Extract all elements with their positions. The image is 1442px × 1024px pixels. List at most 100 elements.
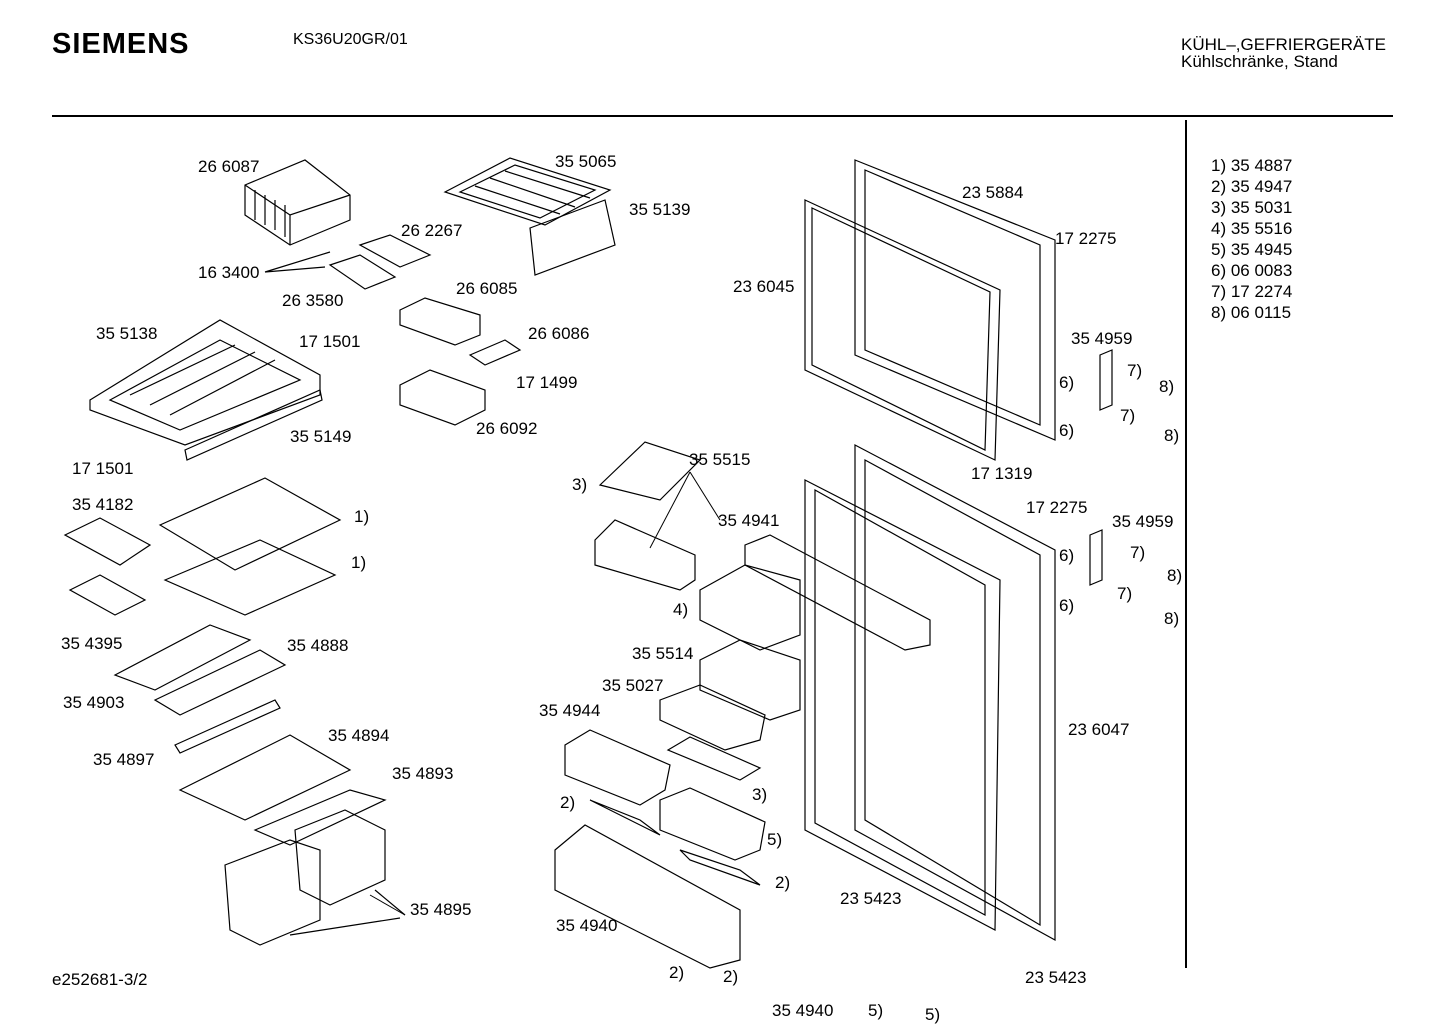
- crisper-bins-drawing: [224, 809, 406, 946]
- legend-item: 6) 06 0083: [1211, 261, 1293, 280]
- part-label: 35 4894: [328, 726, 390, 745]
- part-label: 35 5065: [555, 152, 617, 171]
- glass-plate-drawing: [153, 649, 287, 716]
- part-label: 35 5139: [629, 200, 691, 219]
- part-label: 3): [752, 785, 768, 804]
- small-box-drawing: [68, 574, 147, 616]
- legend-item: 5) 35 4945: [1211, 240, 1293, 259]
- part-label: 23 6047: [1068, 720, 1130, 739]
- part-label: 2): [723, 967, 739, 986]
- freezer-door-drawing: [804, 159, 1056, 461]
- part-label: 35 5515: [689, 450, 751, 469]
- part-label: 17 2275: [1055, 229, 1117, 248]
- part-label: 8): [1164, 609, 1180, 628]
- door-bins-drawing: [554, 441, 931, 969]
- handle-upper-drawing: [1099, 349, 1113, 411]
- part-label: 5): [925, 1005, 941, 1024]
- category-title: KÜHL–,GEFRIERGERÄTE Kühlschränke, Stand: [1181, 36, 1386, 70]
- part-label: 2): [669, 963, 685, 982]
- category-line-2: Kühlschränke, Stand: [1181, 52, 1338, 71]
- part-label: 7): [1117, 584, 1133, 603]
- part-label: 35 4941: [718, 511, 780, 530]
- part-label: 35 4888: [287, 636, 349, 655]
- part-label: 26 6087: [198, 157, 260, 176]
- handle-lower-drawing: [1089, 529, 1103, 586]
- glass-shelves-drawing: [158, 477, 342, 616]
- part-label: 26 3580: [282, 291, 344, 310]
- part-label: 35 4959: [1071, 329, 1133, 348]
- ice-trays-drawing: [264, 234, 432, 290]
- fridge-door-drawing: [804, 444, 1056, 942]
- part-label: 23 5423: [1025, 968, 1087, 987]
- crisper-cover-drawing: [178, 734, 352, 821]
- brand-logo: SIEMENS: [52, 28, 190, 60]
- part-label: 8): [1164, 426, 1180, 445]
- part-label: 17 1499: [516, 373, 578, 392]
- ice-compartment-drawing: [244, 159, 351, 246]
- part-label: 2): [560, 793, 576, 812]
- model-number: KS36U20GR/01: [293, 31, 408, 48]
- part-label: 35 5027: [602, 676, 664, 695]
- part-label: 35 4944: [539, 701, 601, 720]
- legend-item: 4) 35 5516: [1211, 219, 1293, 238]
- vent-grille-drawing: [174, 699, 281, 754]
- part-label: 26 6085: [456, 279, 518, 298]
- part-label: 17 1501: [72, 459, 134, 478]
- small-tray-drawing: [399, 297, 481, 346]
- part-label: 23 5884: [962, 183, 1024, 202]
- part-label: 1): [354, 507, 370, 526]
- part-label: 26 6086: [528, 324, 590, 343]
- part-label: 2): [775, 873, 791, 892]
- part-label: 35 4940: [556, 916, 618, 935]
- part-label: 3): [572, 475, 588, 494]
- header-divider: [52, 115, 1393, 117]
- part-label: 26 2267: [401, 221, 463, 240]
- part-label: 1): [351, 553, 367, 572]
- part-label: 35 4897: [93, 750, 155, 769]
- part-label: 7): [1130, 543, 1146, 562]
- part-label: 16 3400: [198, 263, 260, 282]
- part-label: 8): [1159, 377, 1175, 396]
- category-line-1: KÜHL–,GEFRIERGERÄTE: [1181, 35, 1386, 54]
- legend-item: 8) 06 0115: [1211, 303, 1292, 322]
- part-label: 35 5149: [290, 427, 352, 446]
- part-label: 35 4940: [772, 1001, 834, 1020]
- part-label: 5): [767, 830, 783, 849]
- panel-drawing: [529, 199, 616, 276]
- part-label: 35 4895: [410, 900, 472, 919]
- freezer-grid-drawing: [443, 157, 612, 226]
- crisper-plate-drawing: [253, 789, 387, 846]
- leader-lines: [369, 471, 721, 916]
- parts-legend: 1) 35 4887 2) 35 4947 3) 35 5031 4) 35 5…: [1211, 155, 1292, 323]
- part-label: 7): [1127, 361, 1143, 380]
- front-strip-drawing: [184, 389, 323, 461]
- part-label: 17 1319: [971, 464, 1033, 483]
- legend-item: 7) 17 2274: [1211, 282, 1293, 301]
- part-label: 35 4182: [72, 495, 134, 514]
- legend-item: 2) 35 4947: [1211, 177, 1293, 196]
- part-label: 35 4903: [63, 693, 125, 712]
- part-label: 6): [1059, 596, 1075, 615]
- drawer-drawing: [399, 369, 486, 426]
- part-label: 23 6045: [733, 277, 795, 296]
- legend-item: 1) 35 4887: [1211, 156, 1293, 175]
- part-label: 6): [1059, 373, 1075, 392]
- part-label: 6): [1059, 546, 1075, 565]
- part-label: 4): [673, 600, 689, 619]
- part-label: 6): [1059, 421, 1075, 440]
- part-label: 35 4395: [61, 634, 123, 653]
- legend-divider: [1185, 120, 1187, 968]
- part-label: 8): [1167, 566, 1183, 585]
- part-label: 17 2275: [1026, 498, 1088, 517]
- part-label: 35 4959: [1112, 512, 1174, 531]
- part-label: 35 5514: [632, 644, 694, 663]
- cover-plate-drawing: [113, 624, 252, 691]
- part-label: 7): [1120, 406, 1136, 425]
- document-id: e252681-3/2: [52, 970, 148, 989]
- legend-item: 3) 35 5031: [1211, 198, 1293, 217]
- part-label: 23 5423: [840, 889, 902, 908]
- freezer-drawer-drawing: [89, 319, 321, 446]
- part-label: 26 6092: [476, 419, 538, 438]
- part-label: 35 5138: [96, 324, 158, 343]
